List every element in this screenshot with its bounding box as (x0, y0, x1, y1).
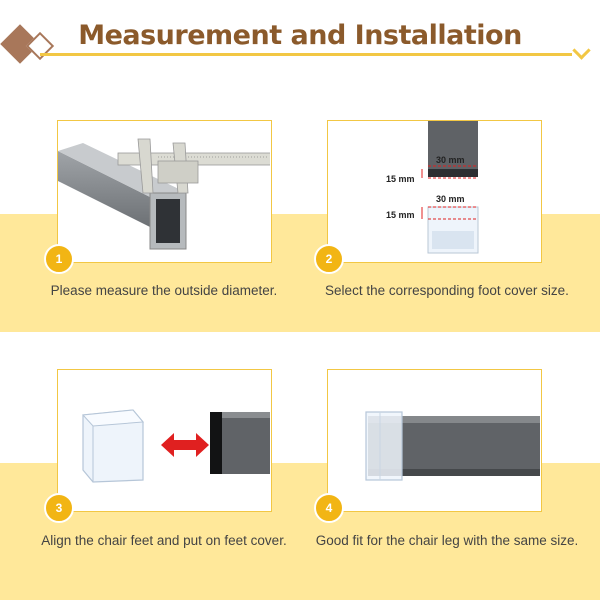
cap-height-label: 15 mm (386, 210, 415, 220)
step-1-caption: Please measure the outside diameter. (50, 283, 278, 298)
fitted-leg-image (365, 411, 540, 481)
caliper-measuring-image (58, 138, 270, 250)
step-2-caption: Select the corresponding foot cover size… (325, 283, 569, 298)
step-3-caption: Align the chair feet and put on feet cov… (41, 533, 287, 548)
page-title: Measurement and Installation (78, 20, 522, 51)
tube-height-label: 15 mm (386, 174, 415, 184)
step-1-badge: 1 (44, 244, 74, 274)
alignment-image (81, 409, 270, 483)
step-4-caption: Good fit for the chair leg with the same… (315, 533, 579, 548)
header: Measurement and Installation (0, 0, 600, 80)
step-2-badge: 2 (314, 244, 344, 274)
step-1-card (57, 120, 272, 263)
cap-width-label: 30 mm (436, 194, 465, 204)
step-2-card: 30 mm 15 mm 30 mm 15 mm (327, 120, 542, 263)
step-4-card (327, 369, 542, 512)
step-3-card (57, 369, 272, 512)
title-underline (40, 53, 572, 56)
size-diagram-image (421, 121, 479, 254)
tube-width-label: 30 mm (436, 155, 465, 165)
step-3-badge: 3 (44, 493, 74, 523)
step-4-badge: 4 (314, 493, 344, 523)
